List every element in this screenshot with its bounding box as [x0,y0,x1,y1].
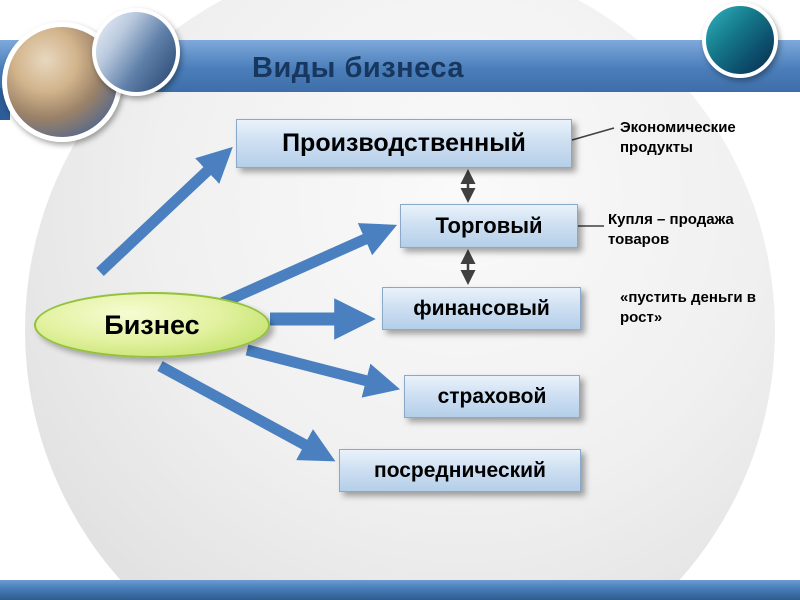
annotation-buy-sell-goods: Купля – продажа товаров [608,211,734,248]
node-trade: Торговый [400,204,578,248]
annotation-economic-products: Экономические продукты [620,119,736,156]
photo-circle-handshake [92,8,180,96]
node-intermediary: посреднический [339,449,581,492]
node-insurance: страховой [404,375,580,418]
node-business: Бизнес [34,292,270,358]
left-accent-bar [0,88,10,120]
bottom-banner [0,580,800,600]
node-financial: финансовый [382,287,581,330]
node-production: Производственный [236,119,572,168]
page-title: Виды бизнеса [252,52,465,84]
photo-circle-laptop [702,2,778,78]
annotation-money-growth: «пустить деньги в рост» [620,289,757,326]
